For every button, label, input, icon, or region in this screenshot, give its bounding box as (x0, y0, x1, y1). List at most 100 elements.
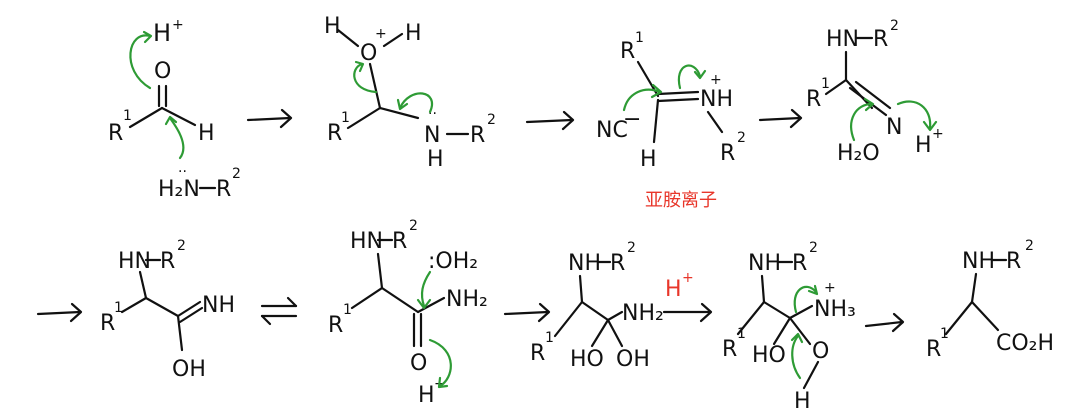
r2-label: R (216, 177, 231, 202)
r2-superscript: 2 (627, 240, 636, 256)
r1-superscript: 1 (940, 326, 949, 342)
carboxyl-label: CO₂H (996, 331, 1054, 356)
r2-superscript: 2 (409, 218, 418, 234)
r1-label: R (806, 87, 821, 112)
curved-arrow-n-to-c (168, 116, 185, 160)
r1-label: R (722, 337, 737, 362)
minus-sign: − (623, 107, 641, 132)
nitrogen-label: N (886, 115, 902, 140)
structure-aldehyde: H + O R 1 H H₂N ·· R 2 (108, 17, 241, 202)
structure-aminonitrile: HN R 2 R 1 N H₂O H + (806, 18, 944, 166)
equilibrium-arrows (260, 296, 298, 326)
curved-arrow-oh-lone-pair (791, 334, 802, 380)
r1-superscript: 1 (114, 300, 123, 316)
hplus-label: H (418, 383, 435, 408)
amine-label: H₂N (158, 177, 200, 202)
hydrogen-label: H (640, 147, 657, 172)
r2-label: R (720, 141, 735, 166)
r1-label: R (926, 337, 941, 362)
r2-label: R (160, 249, 175, 274)
curved-arrow-n-to-h (896, 100, 932, 130)
hydrogen-label: H (794, 389, 811, 414)
r1-superscript: 1 (341, 110, 350, 126)
plus-sign: + (172, 17, 184, 33)
reaction-arrow (525, 110, 575, 131)
r2-superscript: 2 (177, 238, 186, 254)
r2-superscript: 2 (809, 240, 818, 256)
r2-label: R (610, 251, 625, 276)
lone-pair: ·· (178, 164, 187, 180)
reaction-arrow (503, 302, 551, 323)
hn-label: HN (118, 249, 151, 274)
structure-amide: HN R 2 R 1 NH₂ O H + :OH₂ (328, 218, 488, 408)
cyanide-label: NC (596, 118, 628, 143)
amine-label: NH₂ (446, 287, 488, 312)
reaction-arrow (758, 108, 803, 129)
r1-label: R (108, 121, 123, 146)
curved-arrow-pi-bond (677, 64, 702, 90)
red-hplus-label: H (665, 277, 682, 302)
oxygen-label: O (410, 351, 427, 376)
r2-superscript: 2 (890, 18, 899, 34)
red-plus-sign: + (682, 270, 694, 286)
nh-label: NH (700, 87, 733, 112)
hydroxyl-label: OH (616, 347, 650, 372)
water-label: H₂O (837, 141, 880, 166)
curved-arrow-n-lone-pair (398, 92, 434, 114)
oxygen-label: O (360, 41, 377, 66)
hydroxyl-label: OH (172, 357, 206, 382)
r2-label: R (873, 27, 888, 52)
plus-sign: + (932, 126, 944, 142)
r2-label: R (470, 123, 485, 148)
r1-label: R (530, 341, 545, 366)
r1-superscript: 1 (635, 30, 644, 46)
r1-superscript: 1 (737, 326, 746, 342)
nh-label: NH (202, 293, 235, 318)
r2-superscript: 2 (487, 112, 496, 128)
oxygen-label: O (154, 59, 171, 84)
structure-amino-acid: NH R 2 R 1 CO₂H (926, 238, 1054, 362)
structure-imidic-acid: HN R 2 R 1 NH OH (100, 238, 235, 382)
reaction-arrow (864, 312, 905, 333)
r1-label: R (100, 311, 115, 336)
curved-arrow-cn-cleavage (793, 285, 818, 314)
oxygen-label: O (812, 339, 829, 364)
curved-arrow-o-to-h (428, 338, 452, 388)
hydrogen-label: H (405, 21, 422, 46)
hydroxyl-label: HO (752, 343, 786, 368)
lone-pair: ·· (428, 106, 437, 122)
hydrogen-label: H (324, 14, 341, 39)
reaction-arrow-with-acid: H + (662, 270, 713, 323)
hn-label: HN (350, 229, 383, 254)
r2-label: R (792, 251, 807, 276)
r2-superscript: 2 (737, 130, 746, 146)
r2-label: R (1006, 249, 1021, 274)
plus-sign: + (375, 26, 387, 42)
reaction-arrow (36, 302, 83, 323)
structure-iminium: R 1 NH + H R 2 NC − 亚胺离子 (596, 30, 746, 211)
curved-arrow-co-bond (353, 62, 378, 94)
r1-superscript: 1 (123, 108, 132, 124)
r1-superscript: 1 (821, 76, 830, 92)
hn-label: HN (826, 27, 859, 52)
nh-label: NH (748, 251, 781, 276)
r2-superscript: 2 (232, 166, 241, 182)
r1-superscript: 1 (545, 330, 554, 346)
r1-superscript: 1 (343, 302, 352, 318)
r2-superscript: 2 (1025, 238, 1034, 254)
red-note-iminium-ion: 亚胺离子 (645, 190, 717, 211)
nh-label: NH (962, 249, 995, 274)
hplus-label: H (915, 133, 932, 158)
r1-label: R (328, 313, 343, 338)
curved-arrow-water-attack (850, 102, 874, 142)
r1-label: R (327, 121, 342, 146)
water-label: :OH₂ (428, 249, 478, 274)
curved-arrow-water-attack (420, 270, 432, 308)
curved-arrow-cyanide-attack (622, 88, 662, 112)
hydroxyl-label: HO (570, 347, 604, 372)
plus-sign: + (710, 72, 722, 88)
nh-label: NH (568, 251, 601, 276)
ammonium-label: NH₃ (814, 297, 856, 322)
structure-tetrahedral: NH R 2 R 1 NH₂ HO OH (530, 240, 664, 372)
